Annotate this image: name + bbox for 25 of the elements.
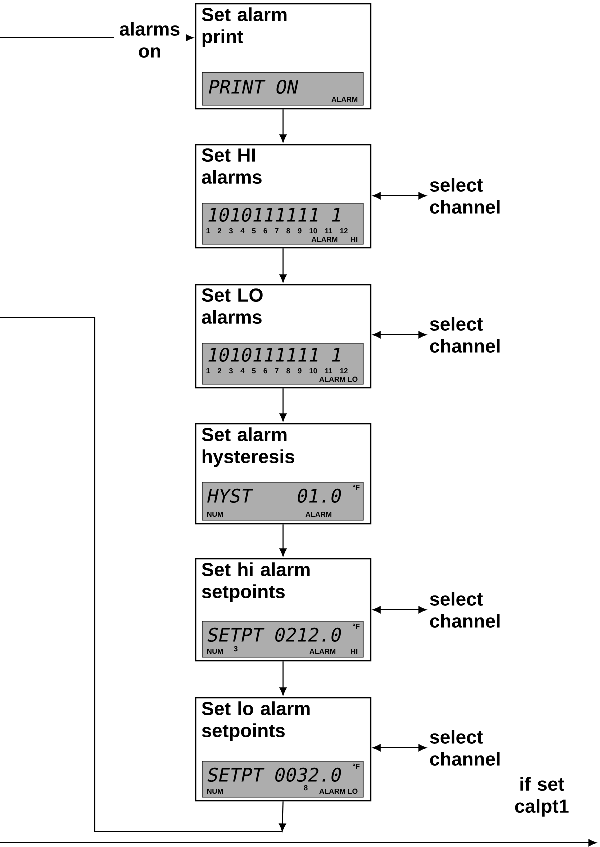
display-readout: PRINT ON xyxy=(209,80,299,94)
arrow xyxy=(280,248,287,283)
display-readout: 0032.0 xyxy=(276,768,342,782)
display-readout: 0212.0 xyxy=(276,628,342,642)
edge-label: alarms on xyxy=(114,20,186,60)
arrow xyxy=(280,110,287,143)
display-readout: SETPT xyxy=(208,768,265,782)
display-readout: 1010111111 1 xyxy=(208,208,340,222)
display-readout: SETPT xyxy=(208,628,265,642)
arrow xyxy=(373,331,427,339)
arrow xyxy=(373,606,427,614)
option-label: select channel xyxy=(430,730,500,766)
display-readout: 01.0 xyxy=(298,488,342,504)
arrow xyxy=(280,524,287,557)
arrow xyxy=(373,192,427,200)
condition-label: if set calpt1 xyxy=(515,777,569,817)
option-label: select channel xyxy=(430,178,500,214)
arrow xyxy=(279,802,286,832)
arrow xyxy=(373,744,427,752)
option-label: select channel xyxy=(430,317,500,353)
display-readout: 1010111111 1 xyxy=(208,348,340,362)
arrow xyxy=(280,662,287,696)
option-label: select channel xyxy=(430,592,500,628)
display-readout: HYST xyxy=(208,488,254,504)
arrow xyxy=(280,388,287,422)
